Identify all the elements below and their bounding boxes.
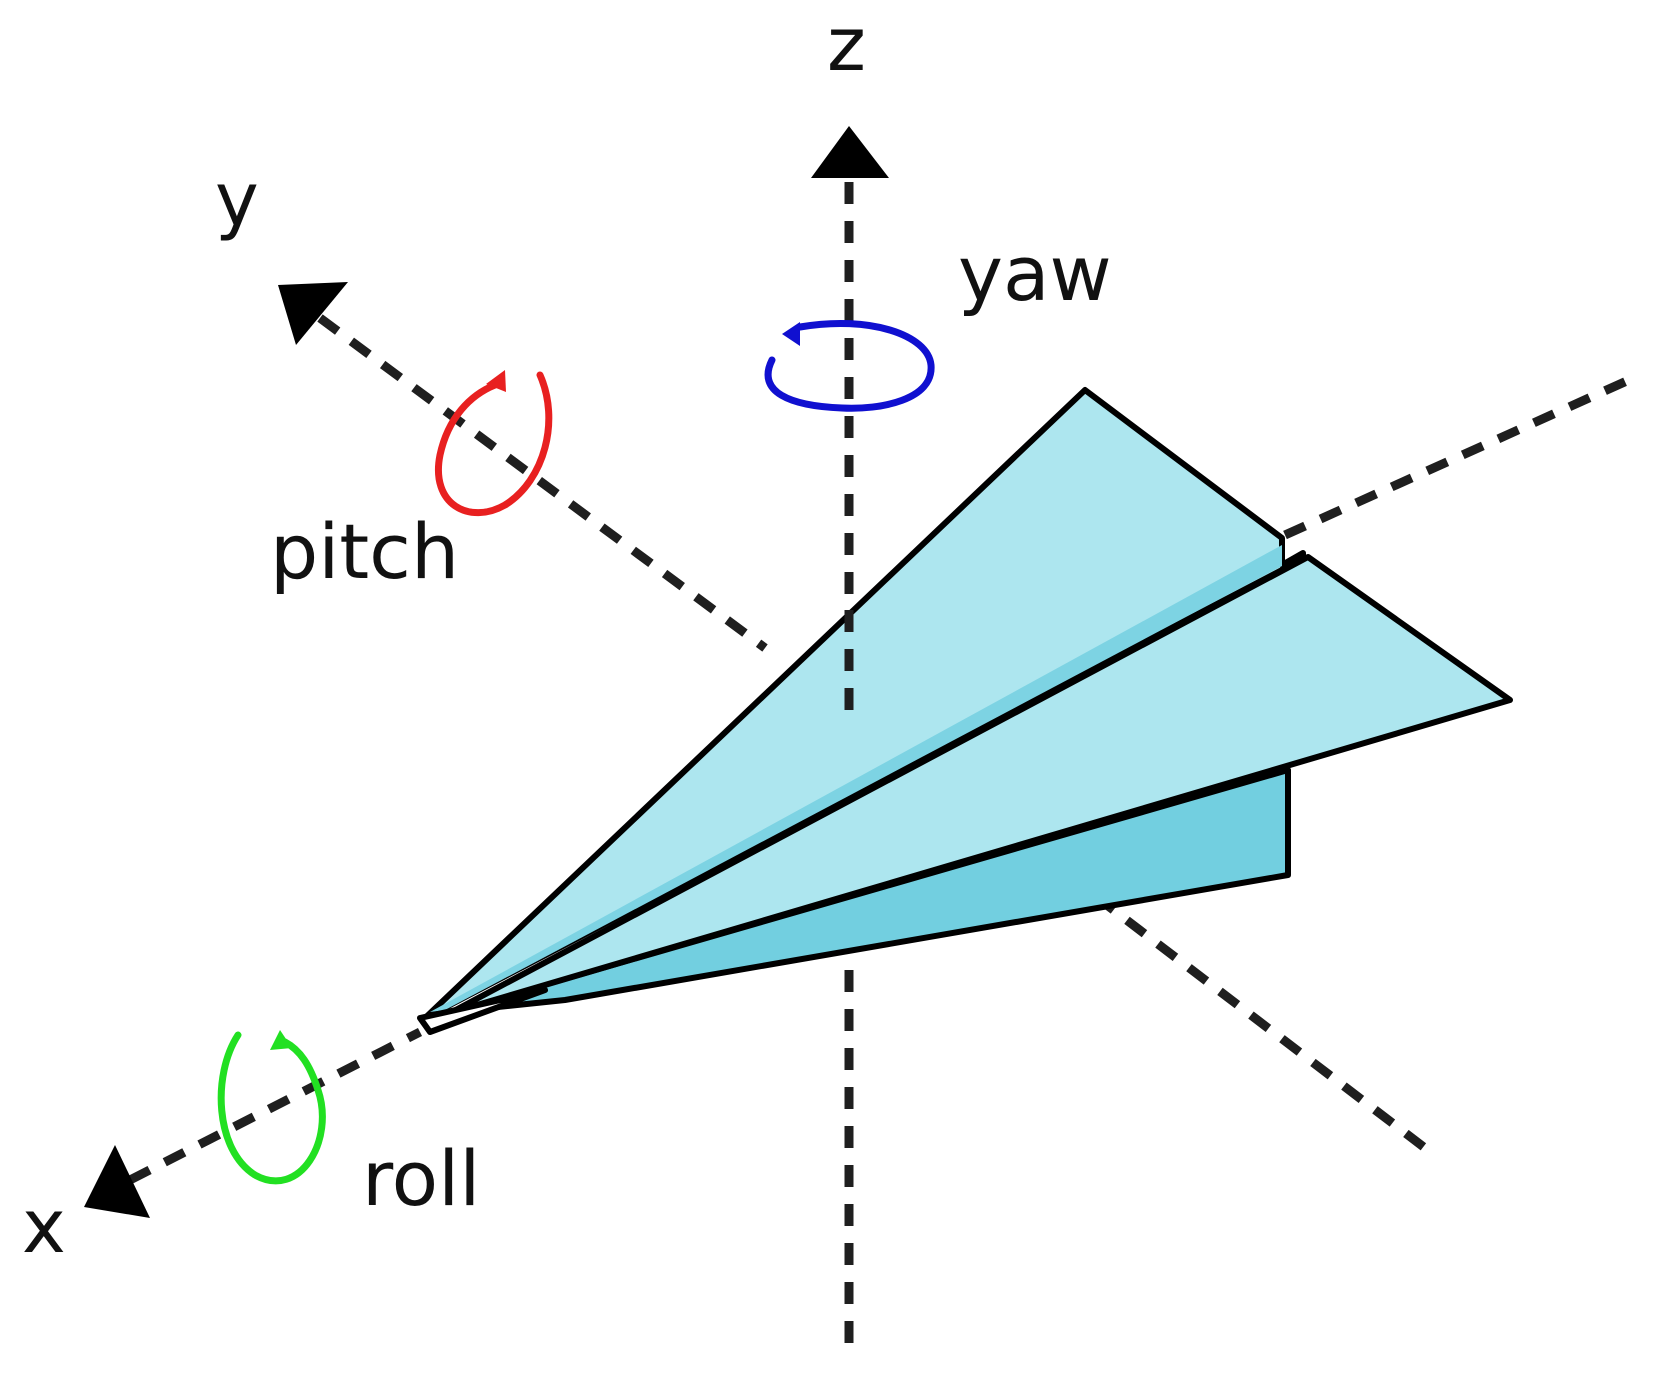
roll-arc bbox=[217, 1031, 326, 1185]
roll-arrow-tip-icon bbox=[270, 1030, 292, 1050]
y-arrowhead-icon bbox=[278, 282, 348, 345]
y-axis-label: y bbox=[215, 157, 259, 243]
plane-near-wing bbox=[447, 554, 1513, 1016]
labels: z y x yaw pitch roll bbox=[22, 2, 1112, 1270]
yaw-label: yaw bbox=[958, 229, 1112, 318]
pitch-rotation-icon bbox=[435, 370, 553, 517]
pitch-arrow-tip-icon bbox=[486, 370, 506, 392]
paper-airplane-icon bbox=[417, 387, 1513, 1035]
pitch-label: pitch bbox=[270, 507, 459, 596]
pitch-arc bbox=[435, 371, 553, 517]
roll-label: roll bbox=[362, 1134, 480, 1223]
plane-nose bbox=[417, 987, 548, 1035]
axis-arrowheads bbox=[84, 126, 889, 1218]
body-axis-lower bbox=[1062, 869, 1428, 1152]
x-axis bbox=[127, 1027, 423, 1185]
x-arrowhead-icon bbox=[84, 1145, 150, 1218]
x-axis-label: x bbox=[22, 1184, 66, 1270]
roll-rotation-icon bbox=[217, 1030, 326, 1185]
y-axis bbox=[317, 314, 768, 652]
yaw-rotation-icon bbox=[764, 320, 935, 412]
yaw-arc bbox=[764, 320, 935, 412]
yaw-arrow-tip-icon bbox=[782, 322, 800, 346]
z-axis-label: z bbox=[827, 2, 866, 88]
z-arrowhead-icon bbox=[811, 126, 889, 178]
body-axis-upper bbox=[1283, 370, 1642, 540]
plane-fold-strip bbox=[430, 545, 1282, 1012]
